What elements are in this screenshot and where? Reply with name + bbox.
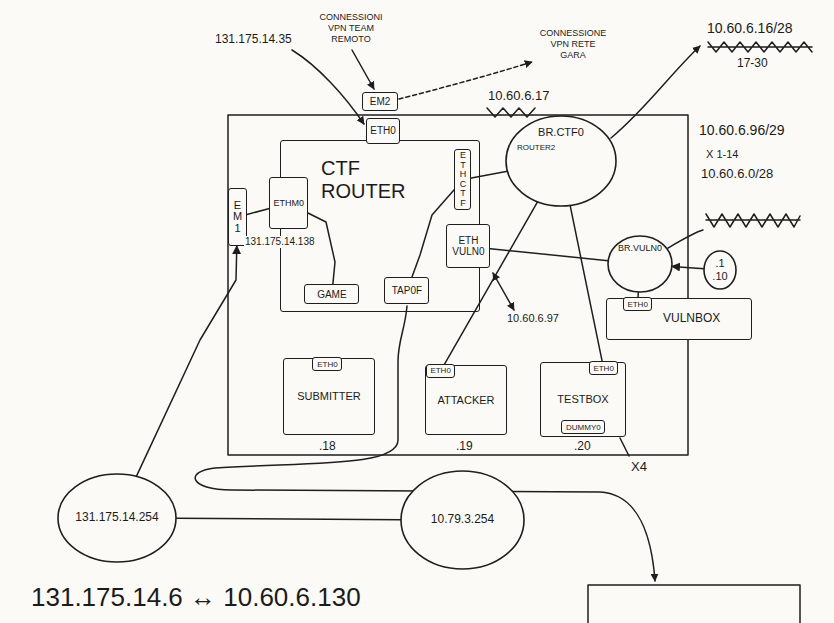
annotation: X 1-14 bbox=[705, 148, 739, 161]
ellipse-shape bbox=[506, 116, 616, 206]
ellipse-shape bbox=[401, 471, 524, 569]
network-ellipse: 131.175.14.254 bbox=[57, 473, 177, 563]
interface-box: ETH0 bbox=[426, 364, 454, 377]
interface-box: ETH0 bbox=[312, 357, 342, 371]
node-label: ETH0 bbox=[593, 364, 613, 373]
node-label: VULNBOX bbox=[663, 312, 720, 326]
network-ellipse: BR.VULN0 bbox=[607, 235, 673, 293]
strike-scribble bbox=[708, 42, 812, 52]
annotation: 10.60.6.16/28 bbox=[706, 20, 794, 37]
network-ellipse: BR.CTF0 bbox=[505, 115, 617, 207]
node-label: TAP0F bbox=[392, 285, 422, 297]
node-label: CTF ROUTER bbox=[321, 157, 431, 203]
node-label: GAME bbox=[317, 289, 346, 301]
sketch-strokes bbox=[84, 42, 812, 623]
interface-box: SUBMITTER ETH0 bbox=[283, 358, 375, 435]
host-outline bbox=[228, 115, 688, 455]
annotation: .19 bbox=[455, 439, 474, 453]
interface-box: ATTACKER ETH0 bbox=[425, 365, 507, 435]
network-link bbox=[247, 209, 269, 215]
network-link bbox=[308, 213, 335, 284]
network-link bbox=[471, 171, 507, 178]
leader-arrow bbox=[292, 50, 364, 124]
leader-line bbox=[620, 438, 629, 456]
node-label: BR.CTF0 bbox=[538, 126, 584, 139]
node-label: ETH VULN0 bbox=[450, 235, 486, 258]
node-label: .1 .10 bbox=[711, 257, 729, 282]
network-link bbox=[176, 518, 401, 519]
annotation: CONNESSIONE VPN RETE GARA bbox=[536, 28, 610, 60]
node-label: ETH0 bbox=[317, 360, 337, 369]
node-label: ETH0 bbox=[627, 300, 647, 309]
annotation: CONNESSIONI VPN TEAM REMOTO bbox=[318, 12, 384, 44]
annotation: .18 bbox=[318, 439, 337, 453]
connector-group bbox=[136, 171, 704, 519]
annotation: 10.60.6.97 bbox=[506, 312, 560, 325]
annotation: .20 bbox=[573, 439, 592, 453]
annotation: 131.175.14.138 bbox=[244, 236, 316, 248]
interface-box: ETH0 bbox=[589, 361, 617, 375]
node-label: EM1 bbox=[232, 200, 243, 235]
network-link bbox=[136, 246, 236, 476]
annotation: 10.60.6.0/28 bbox=[700, 166, 774, 182]
ellipse-shape bbox=[58, 474, 176, 562]
annotation: X4 bbox=[630, 459, 648, 475]
node-label: BR.VULN0 bbox=[618, 243, 662, 253]
annotation: 17-30 bbox=[736, 56, 769, 70]
network-link bbox=[570, 205, 602, 361]
node-label: 10.79.3.254 bbox=[431, 513, 494, 527]
node-label: DUMMY0 bbox=[566, 423, 601, 432]
node-label: TESTBOX bbox=[557, 393, 608, 406]
interface-box: ETHM0 bbox=[269, 177, 308, 229]
interface-box: TAP0F bbox=[384, 277, 429, 304]
strike-scribble bbox=[706, 214, 800, 227]
annotation: 10.60.6.17 bbox=[487, 88, 550, 104]
interface-box: ETH0 bbox=[366, 118, 400, 144]
interface-box: CTF ROUTERETHM0ETH CTFETH VULN0GAMETAP0F bbox=[280, 140, 480, 312]
network-link bbox=[672, 266, 704, 268]
annotation: ROUTER2 bbox=[516, 143, 556, 153]
annotation: 131.175.14.6 ↔ 10.60.6.130 bbox=[30, 582, 362, 613]
ellipse-shape bbox=[608, 236, 672, 292]
interface-box: GAME bbox=[304, 284, 359, 304]
annotation: 131.175.14.35 bbox=[214, 32, 293, 46]
tap-route bbox=[195, 306, 655, 581]
network-ellipse: 10.79.3.254 bbox=[400, 470, 525, 570]
node-label: ETHM0 bbox=[273, 198, 304, 208]
node-label: 131.175.14.254 bbox=[75, 511, 158, 525]
node-label: ATTACKER bbox=[437, 394, 494, 407]
strike-scribble bbox=[487, 108, 535, 117]
network-ellipse: .1 .10 bbox=[703, 250, 737, 290]
ellipse-shape bbox=[704, 251, 736, 289]
annotation: 10.60.6.96/29 bbox=[698, 122, 786, 139]
network-link bbox=[490, 249, 608, 261]
interface-box: EM2 bbox=[362, 92, 398, 111]
interface-box: ETH CTF bbox=[454, 149, 471, 210]
interface-box: ETH0 bbox=[623, 297, 651, 311]
node-label: SUBMITTER bbox=[297, 390, 361, 403]
interface-box: DUMMY0 bbox=[561, 420, 605, 434]
remote-box bbox=[588, 585, 800, 623]
node-label: ETH0 bbox=[430, 366, 450, 375]
node-label: ETH CTF bbox=[458, 151, 467, 208]
network-link bbox=[444, 202, 537, 365]
leader-arrow bbox=[493, 273, 514, 310]
leader-line bbox=[668, 230, 703, 248]
node-label: ETH0 bbox=[370, 125, 396, 137]
leader-arrow bbox=[352, 50, 374, 89]
leader-arrow bbox=[611, 46, 700, 138]
interface-box: ETH VULN0 bbox=[446, 224, 490, 268]
interface-box: VULNBOX ETH0 bbox=[606, 298, 752, 340]
node-label: EM2 bbox=[370, 96, 391, 108]
interface-box: TESTBOX ETH0DUMMY0 bbox=[540, 362, 626, 437]
